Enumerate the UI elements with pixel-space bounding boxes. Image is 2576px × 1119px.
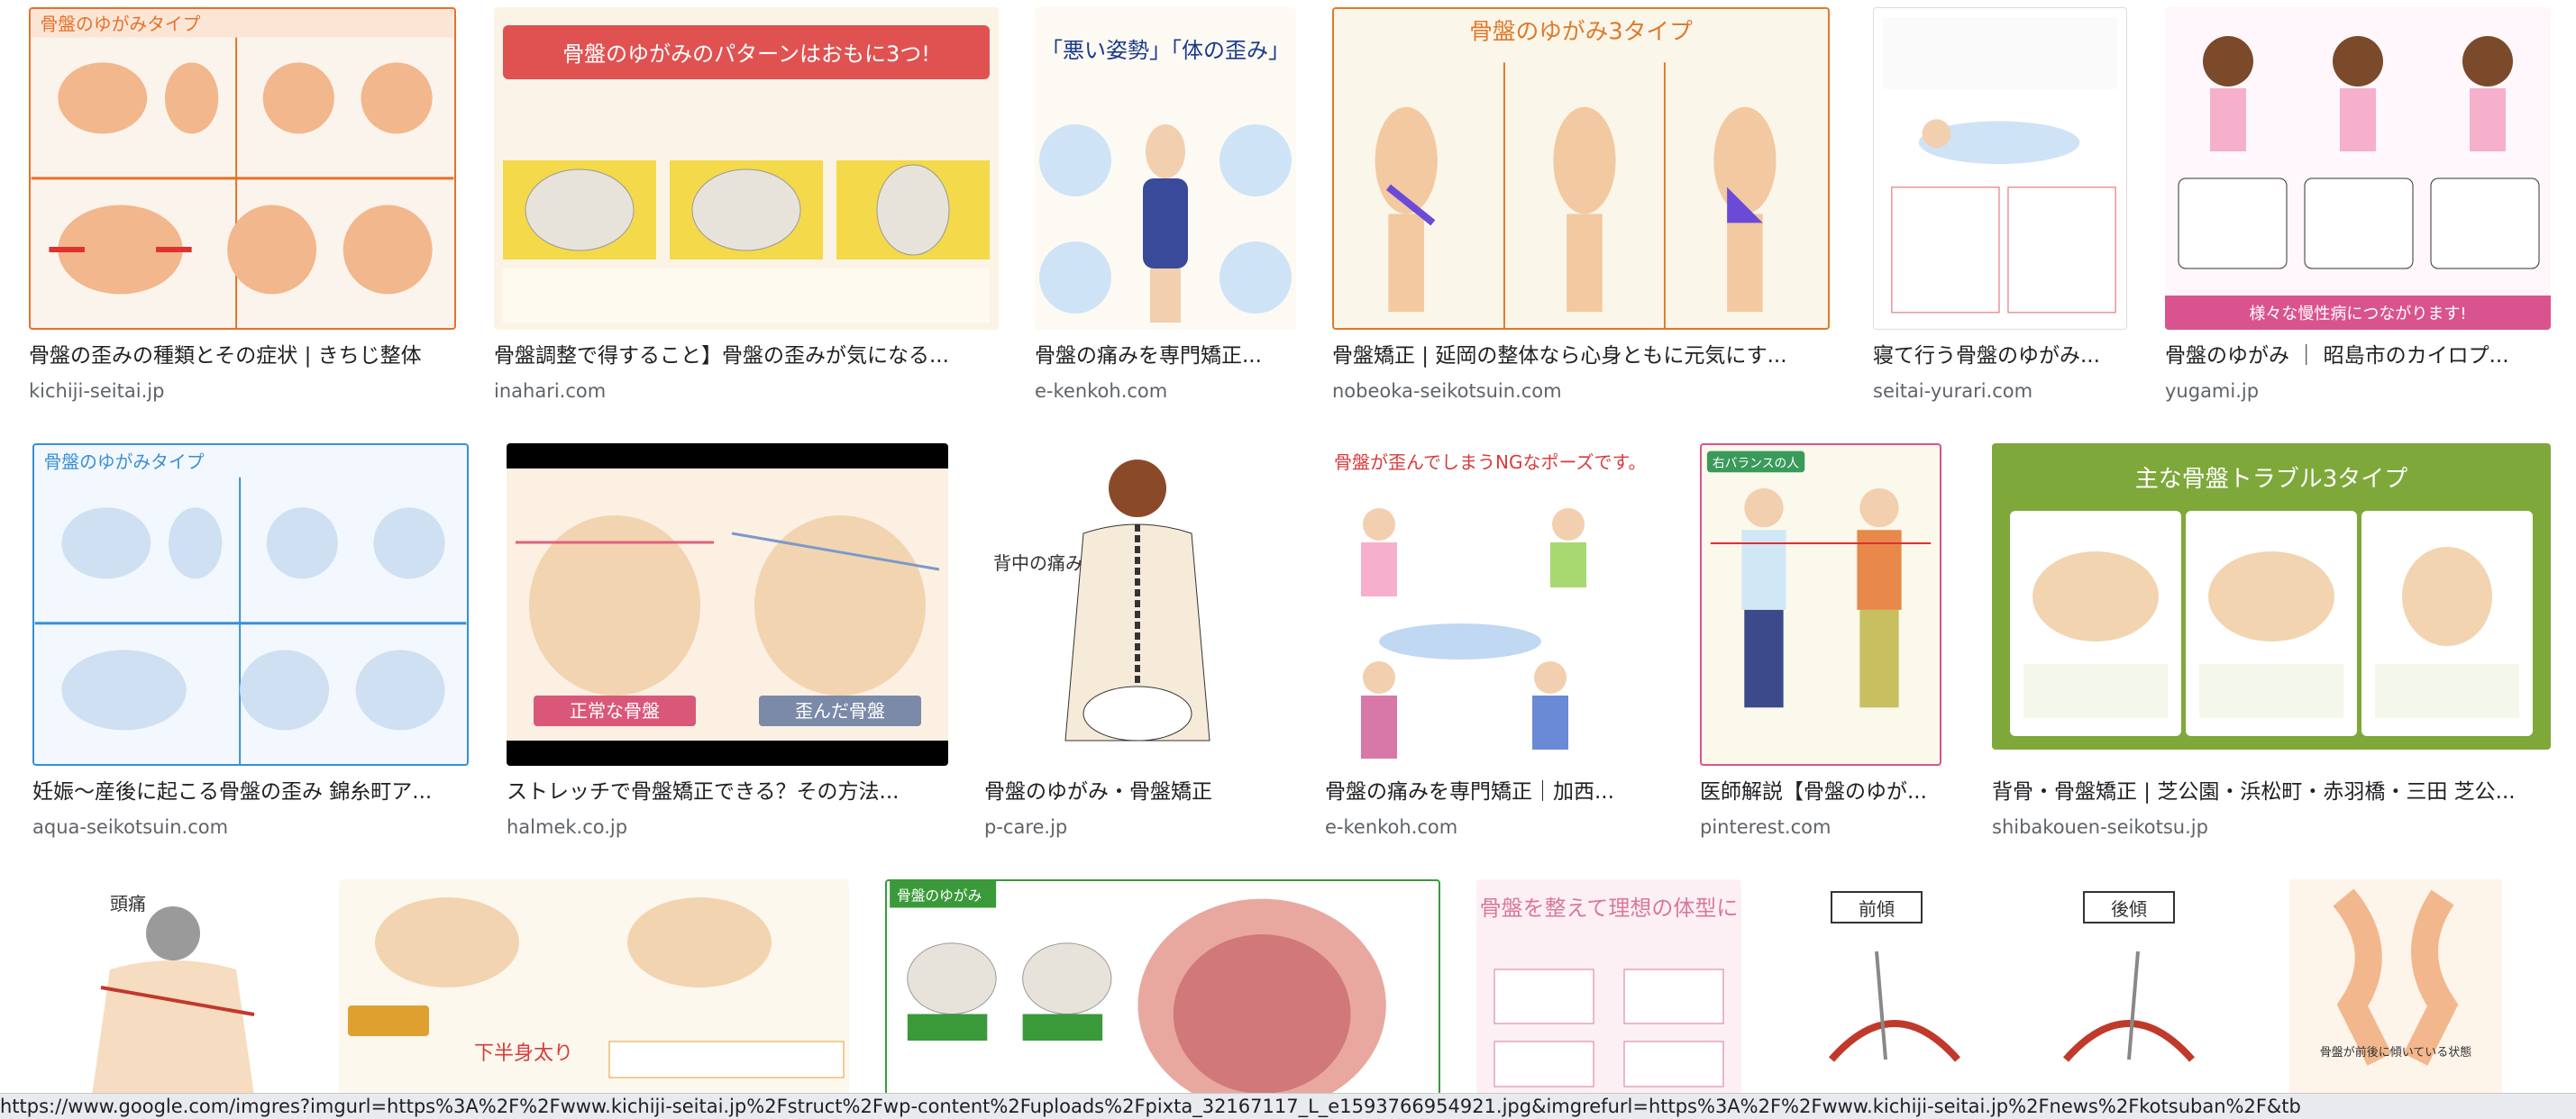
result-domain[interactable]: halmek.co.jp	[507, 816, 628, 838]
result-thumbnail[interactable]: 正常な骨盤 歪んだ骨盤	[507, 443, 948, 766]
result-thumbnail[interactable]: 背中の痛み	[984, 443, 1289, 766]
result-title[interactable]: 骨盤の痛みを専門矯正...	[1035, 344, 1262, 368]
ng-poses-image: 骨盤が歪んでしまうNGなポーズです。	[1334, 451, 1646, 759]
pelvis-muscle-image: 骨盤のゆがみ	[890, 881, 1386, 1094]
result-thumbnail[interactable]: 下半身太り	[339, 879, 849, 1096]
svg-text:下半身太り: 下半身太り	[474, 1042, 573, 1065]
status-bar-url: https://www.google.com/imgres?imgurl=htt…	[0, 1093, 2576, 1119]
result-title[interactable]: 骨盤の痛みを専門矯正｜加西...	[1325, 780, 1614, 804]
result-domain[interactable]: p-care.jp	[984, 816, 1068, 838]
svg-text:骨盤のゆがみタイプ: 骨盤のゆがみタイプ	[44, 452, 205, 473]
back-pain-image: 頭痛	[92, 893, 255, 1096]
result-domain[interactable]: yugami.jp	[2165, 380, 2260, 402]
pelvis-tilt-side-image: 骨盤が前後に傾いている状態	[2320, 888, 2472, 1066]
women-pelvis-image: 様々な慢性病につながります!	[2165, 36, 2551, 330]
svg-text:骨盤のゆがみのパターンはおもに3つ!: 骨盤のゆがみのパターンはおもに3つ!	[562, 41, 930, 67]
pelvis-chart-blue-image: 骨盤のゆがみタイプ	[34, 452, 467, 764]
result-title[interactable]: 骨盤調整で得すること】骨盤の歪みが気になる...	[494, 344, 949, 368]
svg-text:前傾: 前傾	[1859, 898, 1895, 920]
result-thumbnail[interactable]	[1873, 7, 2127, 330]
back-spine-image: 背中の痛み	[993, 459, 1210, 741]
result-title[interactable]: 骨盤矯正 | 延岡の整体なら心身ともに元気にす...	[1332, 344, 1787, 368]
result-thumbnail[interactable]: 頭痛	[29, 879, 303, 1096]
result-title[interactable]: ストレッチで骨盤矯正できる？その方法...	[507, 780, 900, 804]
result-thumbnail[interactable]: 前傾 後傾	[1777, 879, 2253, 1096]
result-thumbnail[interactable]: 主な骨盤トラブル3タイプ	[1992, 443, 2551, 750]
result-domain[interactable]: e-kenkoh.com	[1035, 380, 1168, 402]
pelvis-trouble-types-image: 主な骨盤トラブル3タイプ	[2010, 466, 2533, 736]
result-title[interactable]: 寝て行う骨盤のゆがみ...	[1873, 344, 2100, 368]
result-title[interactable]: 医師解説【骨盤のゆが...	[1700, 780, 1927, 804]
result-domain[interactable]: nobeoka-seikotsuin.com	[1332, 380, 1562, 402]
result-thumbnail[interactable]: 様々な慢性病につながります!	[2165, 7, 2551, 330]
result-thumbnail[interactable]: 骨盤のゆがみタイプ	[29, 7, 456, 330]
svg-text:「悪い姿勢」「体の歪み」: 「悪い姿勢」「体の歪み」	[1041, 38, 1290, 63]
svg-text:骨盤を整えて理想の体型に: 骨盤を整えて理想の体型に	[1480, 896, 1739, 921]
result-title[interactable]: 妊娠〜産後に起こる骨盤の歪み 錦糸町ア...	[32, 780, 433, 804]
result-thumbnail[interactable]: 骨盤が歪んでしまうNGなポーズです。	[1325, 443, 1658, 766]
result-title[interactable]: 背骨・骨盤矯正 | 芝公園・浜松町・赤羽橋・三田 芝公...	[1992, 780, 2516, 804]
svg-text:頭痛: 頭痛	[110, 893, 146, 914]
svg-text:主な骨盤トラブル3タイプ: 主な骨盤トラブル3タイプ	[2135, 466, 2408, 493]
svg-text:右バランスの人: 右バランスの人	[1713, 456, 1799, 470]
result-domain[interactable]: shibakouen-seikotsu.jp	[1992, 816, 2208, 838]
tilt-direction-image: 前傾 後傾	[1828, 891, 2196, 1062]
result-title[interactable]: 骨盤の歪みの種類とその症状 | きちじ整体	[29, 344, 422, 368]
result-title[interactable]: 骨盤のゆがみ・骨盤矯正	[984, 780, 1212, 804]
svg-text:後傾: 後傾	[2111, 898, 2147, 920]
svg-text:様々な慢性病につながります!: 様々な慢性病につながります!	[2249, 305, 2466, 323]
svg-text:背中の痛み: 背中の痛み	[993, 552, 1083, 574]
svg-text:歪んだ骨盤: 歪んだ骨盤	[795, 700, 885, 722]
result-thumbnail[interactable]: 右バランスの人	[1700, 443, 1941, 766]
result-thumbnail[interactable]: 骨盤のゆがみ	[885, 879, 1440, 1096]
svg-text:骨盤のゆがみタイプ: 骨盤のゆがみタイプ	[41, 14, 201, 35]
result-thumbnail[interactable]: 骨盤のゆがみタイプ	[32, 443, 469, 766]
pelvis-pattern-image: 骨盤のゆがみのパターンはおもに3つ!	[503, 25, 990, 323]
result-domain[interactable]: inahari.com	[494, 380, 607, 402]
svg-text:骨盤が前後に傾いている状態: 骨盤が前後に傾いている状態	[2320, 1045, 2472, 1060]
lying-exercise-image	[1882, 17, 2118, 314]
svg-text:骨盤が歪んでしまうNGなポーズです。: 骨盤が歪んでしまうNGなポーズです。	[1334, 451, 1646, 473]
pelvis-3-types-image: 骨盤のゆがみ3タイプ	[1375, 19, 1777, 328]
result-domain[interactable]: kichiji-seitai.jp	[29, 380, 165, 402]
normal-vs-tilted-pelvis-image: 正常な骨盤 歪んだ骨盤	[507, 469, 948, 741]
svg-text:骨盤のゆがみ3タイプ: 骨盤のゆがみ3タイプ	[1469, 19, 1693, 46]
result-thumbnail[interactable]: 「悪い姿勢」「体の歪み」	[1035, 7, 1296, 330]
pelvis-chart-image: 骨盤のゆがみタイプ	[31, 9, 454, 328]
svg-text:骨盤のゆがみ: 骨盤のゆがみ	[897, 887, 982, 905]
result-thumbnail[interactable]: 骨盤のゆがみ3タイプ	[1332, 7, 1830, 330]
result-title[interactable]: 骨盤のゆがみ ｜ 昭島市のカイロプ...	[2165, 344, 2509, 368]
result-thumbnail[interactable]: 骨盤を整えて理想の体型に	[1476, 879, 1741, 1096]
result-domain[interactable]: e-kenkoh.com	[1325, 816, 1458, 838]
balance-people-image: 右バランスの人	[1706, 450, 1932, 708]
ideal-body-image: 骨盤を整えて理想の体型に	[1480, 896, 1739, 1087]
svg-text:正常な骨盤: 正常な骨盤	[570, 700, 660, 722]
result-domain[interactable]: aqua-seikotsuin.com	[32, 816, 229, 838]
result-domain[interactable]: pinterest.com	[1700, 816, 1832, 838]
result-thumbnail[interactable]: 骨盤のゆがみのパターンはおもに3つ!	[494, 7, 999, 330]
posture-image: 「悪い姿勢」「体の歪み」	[1039, 38, 1292, 323]
lower-body-image: 下半身太り	[348, 897, 845, 1078]
result-thumbnail[interactable]: 骨盤が前後に傾いている状態	[2289, 879, 2502, 1096]
result-domain[interactable]: seitai-yurari.com	[1873, 380, 2033, 402]
